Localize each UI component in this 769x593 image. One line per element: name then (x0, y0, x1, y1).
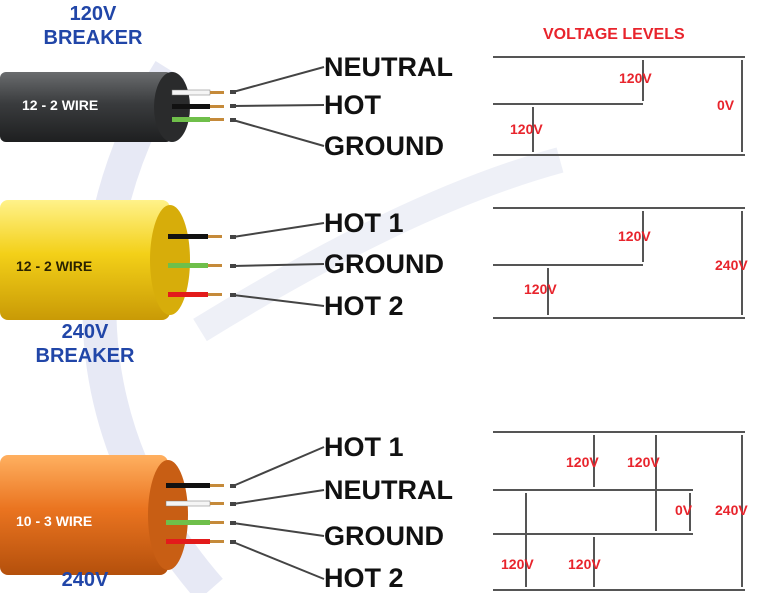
voltage-value: 120V (627, 454, 660, 470)
wire-label-hot-1: HOT 1 (324, 208, 404, 238)
voltage-lines-3 (493, 431, 745, 591)
wire-label-hot-2: HOT 2 (324, 563, 404, 593)
wire-label-neutral: NEUTRAL (324, 475, 453, 505)
voltage-value: 240V (715, 257, 748, 273)
voltage-lines-2 (493, 207, 745, 319)
breaker-voltage: 240V (61, 569, 109, 591)
voltage-value: 0V (717, 97, 735, 113)
breaker-word: BREAKER (43, 27, 143, 49)
voltage-value: 120V (501, 556, 534, 572)
wire-label-ground: GROUND (324, 521, 444, 551)
breaker-240v-bottom: 240V (10, 568, 160, 592)
breaker-240v: 240V BREAKER (10, 320, 160, 368)
voltage-value: 120V (566, 454, 599, 470)
cable-label-1: 12 - 2 WIRE (22, 97, 99, 113)
leader-lines-1 (232, 66, 325, 147)
leader-lines-3 (232, 446, 325, 580)
voltage-value: 0V (675, 502, 693, 518)
leader-lines-2 (232, 222, 325, 307)
breaker-voltage: 120V (69, 3, 117, 25)
voltage-levels-title: VOLTAGE LEVELS (543, 26, 685, 43)
cable-label-2: 12 - 2 WIRE (16, 258, 93, 274)
wire-label-hot-2: HOT 2 (324, 291, 404, 321)
wire-label-ground: GROUND (324, 249, 444, 279)
wire-label-hot-1: HOT 1 (324, 432, 404, 462)
cable-orange (0, 455, 224, 575)
voltage-value: 120V (524, 281, 557, 297)
voltage-value: 120V (510, 121, 543, 137)
cable-yellow (0, 200, 222, 320)
cable-black (0, 72, 224, 142)
breaker-120v: 120V BREAKER (18, 2, 168, 50)
voltage-value: 120V (619, 70, 652, 86)
voltage-value: 240V (715, 502, 748, 518)
breaker-voltage: 240V (61, 321, 109, 343)
wire-label-neutral: NEUTRAL (324, 52, 453, 82)
wire-label-hot: HOT (324, 90, 381, 120)
voltage-value: 120V (618, 228, 651, 244)
background-swoosh-2 (193, 147, 564, 342)
cable-label-3: 10 - 3 WIRE (16, 513, 93, 529)
voltage-value: 120V (568, 556, 601, 572)
breaker-word: BREAKER (35, 345, 135, 367)
voltage-lines-1 (493, 56, 745, 156)
wire-label-ground: GROUND (324, 131, 444, 161)
